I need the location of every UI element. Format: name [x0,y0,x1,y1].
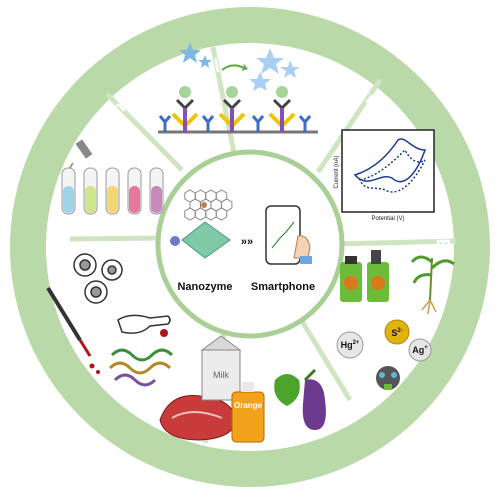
cv-curve-dotted [358,148,426,193]
food-illustration: Milk Orange [159,335,326,443]
test-tubes [61,167,164,215]
virus-icons [73,253,123,304]
pipette-icon [46,286,100,374]
environmental-illustration: Hg2+ S2- Ag+ [336,250,455,390]
reaction-arrow [221,64,245,71]
pepper-icon [274,374,300,406]
orange-juice-bottle: Orange [231,382,265,443]
milk-label: Milk [213,370,229,380]
spray-bottle [367,250,389,302]
cv-curve-solid [353,138,427,183]
plant-icon [410,255,455,315]
sulfide-ion-badge: S2- [384,319,410,345]
biomedical-illustration [46,253,174,387]
milk-carton: Milk [200,335,242,401]
arrows-glyph: »» [241,236,253,248]
gas-mask-icon [376,366,400,390]
smartphone-label: Smartphone [251,281,315,293]
svg-text:Ag+: Ag+ [412,345,428,355]
center-illustration: Nanozyme »» Smartphone [170,189,315,293]
tube-liquid [129,186,140,213]
chemiluminescence-illustration [158,42,318,134]
antibody-array [158,86,312,132]
tube-liquid [85,186,96,213]
octahedron-icon [181,221,231,259]
svg-text:Hg2+: Hg2+ [341,340,360,350]
star-icons [179,42,300,91]
smartphone-icon [265,205,312,265]
active-site-dot [201,202,207,208]
tube-liquid [151,186,162,213]
cv-plot-frame [341,129,435,213]
tube-liquid [107,186,118,213]
orange-label: Orange [234,401,263,410]
lattice-hexagon [215,207,228,221]
pesticide-bottle [340,256,362,302]
protein-structure-icon [108,348,174,387]
nanozyme-label: Nanozyme [177,281,232,293]
mercury-ion-badge: Hg2+ [336,331,364,359]
tube-liquid [63,186,74,213]
electrochemical-illustration: Current (nA) Potential (V) [334,129,435,222]
nanozyme-lattice [184,189,233,221]
nanoparticle-icon [170,236,180,246]
cv-xlabel: Potential (V) [371,216,404,222]
silver-ion-badge: Ag+ [408,338,432,362]
eggplant-icon [302,368,326,430]
finger-blood-icon [117,314,171,337]
cv-ylabel: Current (nA) [334,155,340,188]
svg-text:S2-: S2- [391,328,402,338]
colorimetric-illustration [61,139,164,215]
center-circle [155,149,345,339]
